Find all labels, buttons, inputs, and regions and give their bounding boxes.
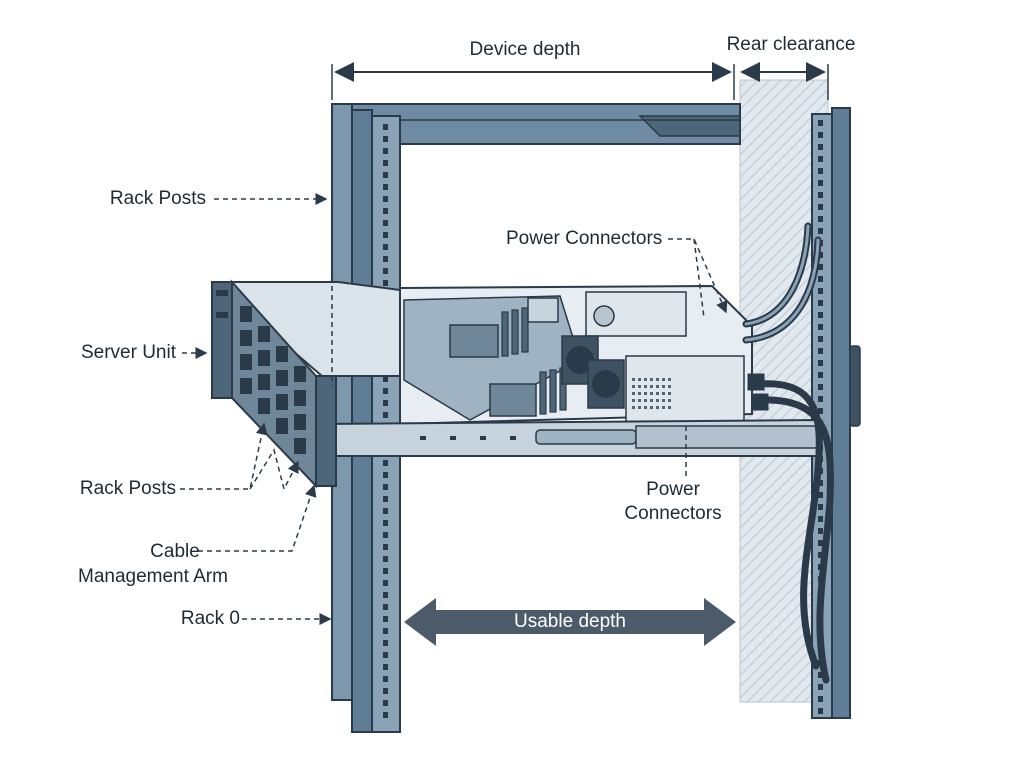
rack-zero-label: Rack 0	[180, 608, 240, 629]
usable-depth-arrow	[404, 598, 736, 646]
device-depth-dimension	[331, 62, 735, 100]
leader-lines	[180, 193, 728, 625]
server-chassis	[211, 279, 821, 489]
rear-clearance-label: Rear clearance	[726, 34, 856, 55]
power-connectors-bottom-line2: Connectors	[624, 503, 722, 524]
device-depth-label: Device depth	[469, 39, 581, 60]
power-cables	[742, 222, 834, 684]
cable-management-line1: Cable	[150, 541, 200, 562]
rack-post-front-left	[331, 103, 401, 733]
server-unit-label: Server Unit	[80, 342, 176, 363]
cable-management-line2: Management Arm	[78, 566, 228, 587]
rack-top-crossbar	[351, 103, 741, 145]
usable-depth-label: Usable depth	[514, 611, 626, 632]
power-connectors-bottom-line1: Power	[646, 479, 700, 500]
rear-clearance-dimension	[740, 62, 829, 100]
rack-posts-top-label: Rack Posts	[109, 188, 206, 209]
rack-posts-mid-label: Rack Posts	[79, 478, 176, 499]
power-connectors-top-label: Power Connectors	[506, 228, 663, 249]
